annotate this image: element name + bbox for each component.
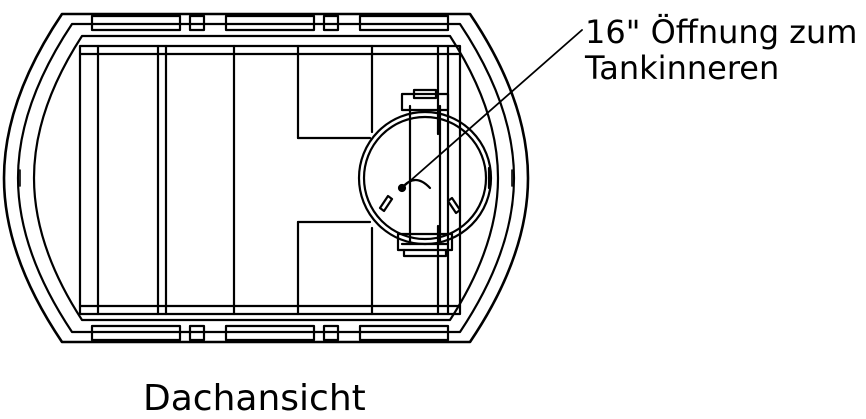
rim-tabs bbox=[90, 14, 450, 342]
tank-outer-rim bbox=[2, 12, 530, 344]
view-title: Dachansicht bbox=[143, 378, 366, 419]
callout-label-line-2: Tankinneren bbox=[585, 49, 780, 87]
callout-leader-line bbox=[401, 29, 583, 189]
manway-opening bbox=[357, 88, 493, 258]
side-marks bbox=[19, 169, 513, 187]
callout-label-line-1: 16" Öffnung zum bbox=[585, 13, 858, 51]
roof-inner-frame bbox=[78, 44, 462, 316]
roof-ribs bbox=[96, 44, 450, 316]
